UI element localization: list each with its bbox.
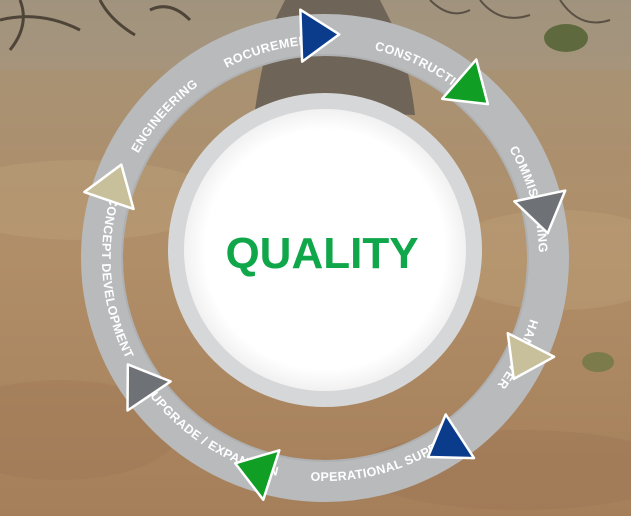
shrub (582, 352, 614, 372)
center-hub: QUALITY (168, 93, 482, 407)
shrub (544, 24, 588, 52)
center-label: QUALITY (225, 229, 418, 278)
